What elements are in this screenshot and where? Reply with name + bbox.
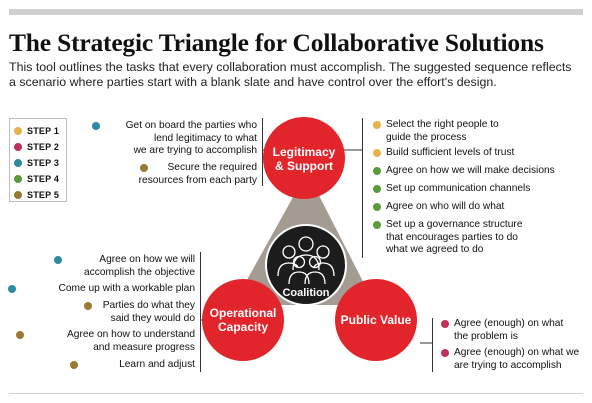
legitimacy-label: Legitimacy & Support [264,145,344,173]
legitimacy-tasks-rule [262,118,263,186]
step-legend: STEP 1 STEP 2 STEP 3 STEP 4 STEP 5 [9,118,67,202]
page-description: This tool outlines the tasks that every … [9,60,572,89]
operational-task-5-text: Learn and adjust [119,359,195,370]
operational-task-5: Learn and adjust [70,359,195,372]
step-1-dot-icon [373,149,381,157]
legitimacy-label-line-2: & Support [275,159,333,173]
step-4-dot-icon [373,185,381,193]
page-title: The Strategic Triangle for Collaborative… [9,28,544,57]
coalition-task-4: Set up communication channels [373,183,530,196]
step-5-dot-icon [84,302,92,310]
step-4-dot-icon [14,175,22,183]
step-5-dot-icon [14,191,22,199]
public-value-label: Public Value [340,313,412,327]
legend-step-2: STEP 2 [14,139,66,155]
step-2-dot-icon [441,320,449,328]
coalition-task-4-text: Set up communication channels [386,183,531,194]
legend-step-1: STEP 1 [14,123,66,139]
public-value-tasks-rule [432,318,433,372]
operational-label-line-2: Capacity [217,320,269,334]
operational-tasks-rule [200,252,201,372]
step-3-dot-icon [92,122,100,130]
operational-label-line-1: Operational [209,306,277,320]
coalition-label: Coalition [282,287,330,299]
group-of-people-icon [277,236,335,285]
coalition-task-2: Build sufficient levels of trust [373,147,514,160]
step-3-dot-icon [14,159,22,167]
coalition-task-5: Agree on who will do what [373,201,504,214]
legend-step-4: STEP 4 [14,171,66,187]
public-value-circle [335,279,417,361]
step-4-dot-icon [373,167,381,175]
legitimacy-circle [263,117,345,199]
operational-task-2: Come up with a workable plan [8,283,195,296]
step-3-dot-icon [8,285,16,293]
step-1-dot-icon [373,121,381,129]
legitimacy-label-line-1: Legitimacy [272,145,336,159]
operational-circle [202,279,284,361]
step-3-dot-icon [54,256,62,264]
coalition-task-2-text: Build sufficient levels of trust [386,147,515,158]
coalition-circle [265,224,347,306]
coalition-task-3: Agree on how we will make decisions [373,165,555,178]
coalition-task-5-text: Agree on who will do what [386,201,505,212]
step-2-dot-icon [441,349,449,357]
operational-label: Operational Capacity [203,306,283,334]
coalition-tasks-rule [362,118,363,258]
legend-step-5: STEP 5 [14,187,66,203]
bottom-rule [9,393,583,394]
step-1-dot-icon [14,127,22,135]
step-5-dot-icon [70,361,78,369]
step-4-dot-icon [373,203,381,211]
top-rule [9,9,583,15]
step-5-dot-icon [140,164,148,172]
coalition-task-3-text: Agree on how we will make decisions [386,165,555,176]
step-2-dot-icon [14,143,22,151]
step-4-dot-icon [373,221,381,229]
operational-task-2-text: Come up with a workable plan [58,283,195,294]
legend-step-3: STEP 3 [14,155,66,171]
step-5-dot-icon [16,331,24,339]
